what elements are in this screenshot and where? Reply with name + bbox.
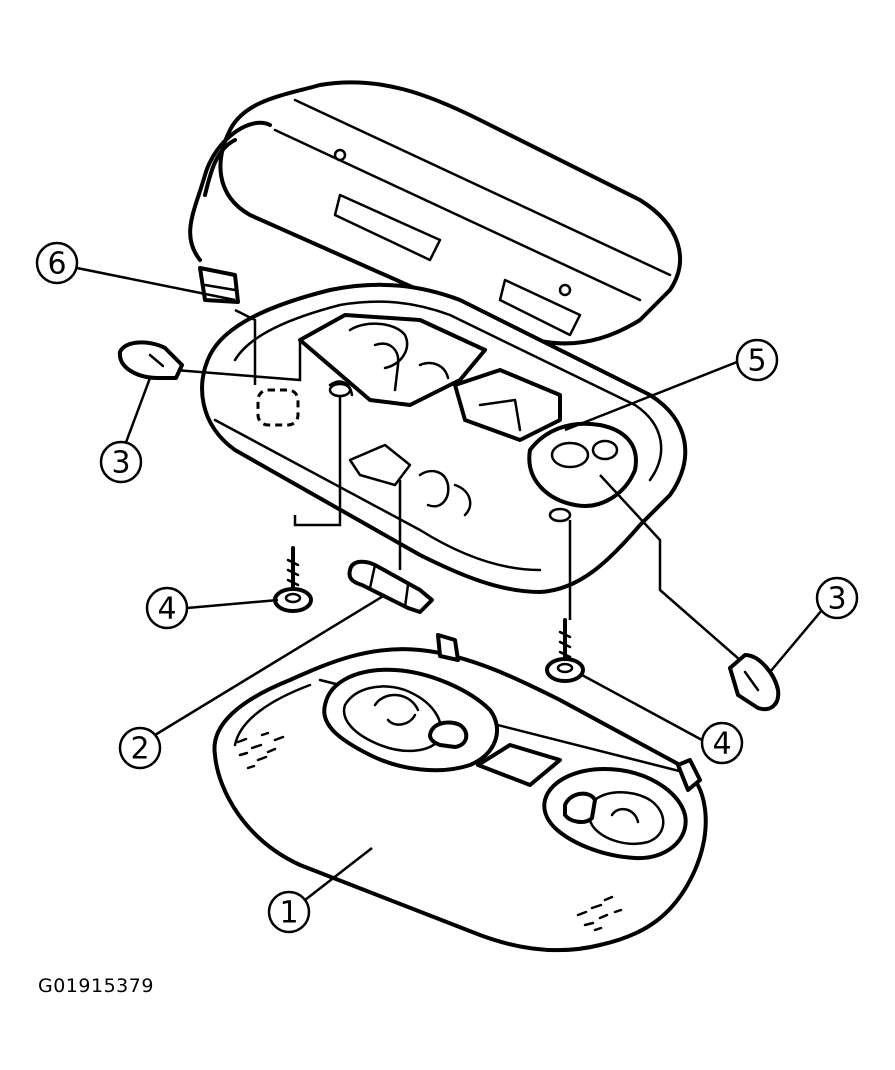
callout-number: 4 bbox=[712, 727, 731, 762]
callout-1: 1 bbox=[267, 847, 373, 934]
callout-4-left: 4 bbox=[145, 586, 279, 630]
callout-5: 5 bbox=[564, 338, 779, 432]
connector-6 bbox=[198, 266, 240, 304]
callout-2: 2 bbox=[118, 593, 386, 770]
callout-number: 6 bbox=[47, 247, 66, 282]
callout-number: 3 bbox=[827, 582, 846, 617]
assembly-guide-lines bbox=[174, 308, 741, 661]
callout-number: 2 bbox=[130, 732, 149, 767]
figure-id-label: G01915379 bbox=[38, 975, 154, 997]
callout-6: 6 bbox=[35, 241, 236, 302]
callout-number: 1 bbox=[279, 896, 298, 931]
roof-housing bbox=[188, 80, 682, 346]
screw-right bbox=[545, 618, 585, 683]
callout-number: 5 bbox=[747, 344, 766, 379]
callout-4-right: 4 bbox=[581, 673, 744, 765]
callout-3-left: 3 bbox=[99, 377, 152, 484]
screw-left bbox=[273, 546, 313, 613]
cover-lens bbox=[212, 633, 708, 953]
callout-3-right: 3 bbox=[769, 576, 859, 673]
callout-number: 4 bbox=[157, 592, 176, 627]
festoon-bulb bbox=[347, 559, 434, 614]
wedge-bulb-right bbox=[728, 653, 781, 711]
callout-number: 3 bbox=[111, 446, 130, 481]
wedge-bulb-left bbox=[117, 340, 184, 380]
